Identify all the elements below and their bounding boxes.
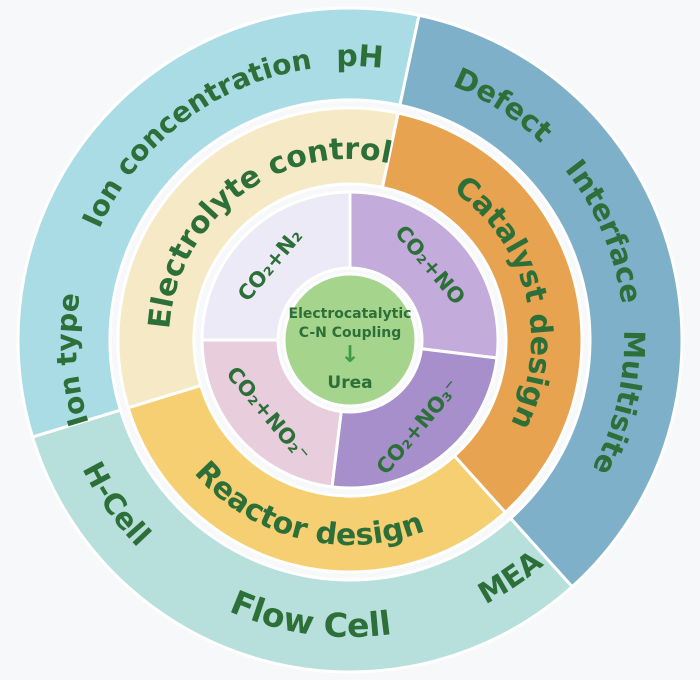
middle-segment-catalyst-design — [380, 111, 584, 514]
outer-label-ph-text: pH — [336, 39, 385, 76]
inner-segment-co2-n2 — [200, 190, 352, 342]
center-title-line1: Electrocatalytic — [289, 306, 412, 322]
center-circle — [282, 272, 418, 408]
middle-segment-reactor-design — [126, 384, 507, 574]
center-product-label: Urea — [327, 373, 372, 393]
middle-segment-electrolyte-control — [116, 106, 400, 410]
inner-segment-co2-no2 — [200, 338, 343, 489]
inner-segment-co2-no3 — [330, 347, 499, 490]
down-arrow-icon: ↓ — [340, 342, 359, 368]
center-title-line2: C-N Coupling — [299, 325, 401, 341]
outer-segment-reactor-factors — [31, 408, 574, 674]
outer-label-ph: pH — [336, 39, 385, 76]
outer-segment-catalyst-factors — [398, 13, 684, 589]
outer-segment-electrolyte-factors — [16, 6, 421, 439]
inner-segment-co2-no — [348, 190, 500, 360]
